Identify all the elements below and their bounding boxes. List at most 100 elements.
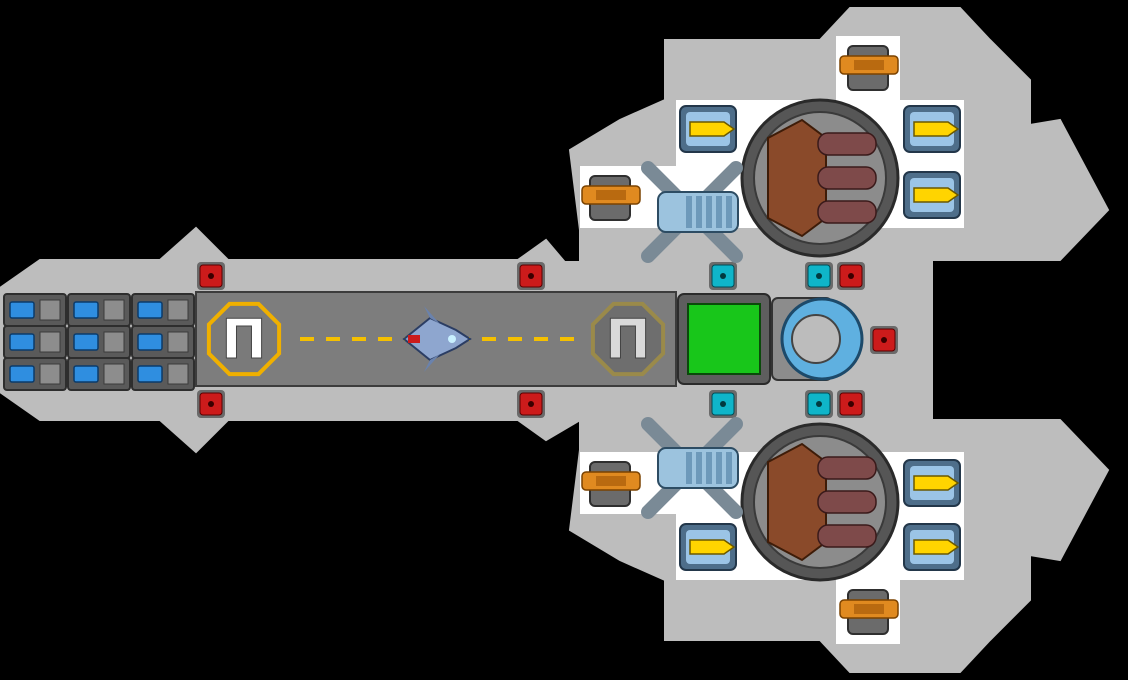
railgun-coil-segment (696, 452, 702, 484)
thruster-core (720, 273, 726, 279)
railgun-icon[interactable] (641, 161, 743, 263)
autocannon-icon[interactable] (839, 45, 899, 91)
thruster-core (816, 273, 822, 279)
battery-icon[interactable] (67, 325, 131, 359)
control-seat-icon[interactable] (677, 293, 771, 385)
thruster-icon[interactable] (197, 390, 225, 418)
runway-stripe (352, 337, 366, 341)
autocannon-breech (854, 60, 884, 70)
reactor-fuel-rod (817, 490, 877, 514)
reactor-fuel-rod (817, 166, 877, 190)
runway-stripe (326, 337, 340, 341)
reactor-fuel-rod (817, 456, 877, 480)
battery-cell (9, 365, 35, 383)
railgun-coil-segment (706, 196, 712, 228)
thruster-core (848, 401, 854, 407)
landing-pad-outline (206, 301, 282, 377)
autocannon-breech (596, 476, 626, 486)
missile-launcher-icon[interactable] (903, 459, 961, 507)
battery-icon[interactable] (3, 325, 67, 359)
autocannon-icon[interactable] (839, 589, 899, 635)
missile-warhead (913, 539, 960, 555)
battery-connector (103, 331, 125, 353)
thruster-core (208, 273, 214, 279)
battery-cell (137, 365, 163, 383)
railgun-coil-segment (696, 196, 702, 228)
battery-cell (137, 301, 163, 319)
runway-stripe (482, 337, 496, 341)
missile-launcher-icon[interactable] (679, 105, 737, 153)
thruster-core (208, 401, 214, 407)
battery-connector (167, 331, 189, 353)
reactor-fuel-rod (817, 200, 877, 224)
reactor-icon[interactable] (740, 422, 900, 582)
landing-pad-outline (590, 301, 666, 377)
missile-launcher-icon[interactable] (679, 523, 737, 571)
thruster-core (881, 337, 887, 343)
thruster-icon[interactable] (837, 262, 865, 290)
landing-pad-glyph: Π (221, 308, 266, 371)
reactor-icon[interactable] (740, 98, 900, 258)
landing-pad-icon[interactable]: Π (590, 301, 666, 377)
missile-warhead (689, 539, 736, 555)
autocannon-breech (596, 190, 626, 200)
thruster-core (528, 401, 534, 407)
battery-icon[interactable] (131, 357, 195, 391)
thruster-icon[interactable] (805, 262, 833, 290)
fighter-cockpit (448, 335, 456, 343)
battery-connector (39, 363, 61, 385)
fighter-ship-icon[interactable] (402, 306, 472, 372)
missile-launcher-icon[interactable] (903, 171, 961, 219)
thruster-icon[interactable] (709, 390, 737, 418)
thruster-icon[interactable] (709, 262, 737, 290)
railgun-coil-segment (726, 452, 732, 484)
autocannon-icon[interactable] (581, 461, 641, 507)
battery-icon[interactable] (67, 293, 131, 327)
battery-connector (167, 363, 189, 385)
thruster-core (720, 401, 726, 407)
missile-warhead (913, 187, 960, 203)
landing-pad-icon[interactable]: Π (206, 301, 282, 377)
missile-launcher-icon[interactable] (903, 523, 961, 571)
autocannon-breech (854, 604, 884, 614)
battery-icon[interactable] (67, 357, 131, 391)
missile-warhead (913, 475, 960, 491)
missile-warhead (689, 121, 736, 137)
railgun-coil-segment (686, 452, 692, 484)
fighter-wing-top (424, 306, 440, 324)
autocannon-icon[interactable] (581, 175, 641, 221)
reactor-fuel-rod (817, 524, 877, 548)
battery-cell (137, 333, 163, 351)
thruster-core (848, 273, 854, 279)
runway-stripe (534, 337, 548, 341)
battery-cell (73, 333, 99, 351)
shield-generator-core (791, 314, 841, 364)
thruster-icon[interactable] (517, 262, 545, 290)
battery-cell (9, 301, 35, 319)
runway-stripe (560, 337, 574, 341)
reactor-fuel-rod (817, 132, 877, 156)
thruster-core (528, 273, 534, 279)
battery-icon[interactable] (131, 293, 195, 327)
thruster-icon[interactable] (517, 390, 545, 418)
railgun-coil-segment (706, 452, 712, 484)
railgun-coil-segment (716, 452, 722, 484)
battery-connector (39, 299, 61, 321)
thruster-icon[interactable] (197, 262, 225, 290)
missile-launcher-icon[interactable] (903, 105, 961, 153)
thruster-icon[interactable] (805, 390, 833, 418)
railgun-icon[interactable] (641, 417, 743, 519)
fighter-wing-bottom (424, 354, 440, 372)
shield-generator-icon[interactable] (771, 297, 864, 381)
battery-icon[interactable] (3, 357, 67, 391)
thruster-icon[interactable] (870, 326, 898, 354)
battery-icon[interactable] (3, 293, 67, 327)
railgun-coil-segment (716, 196, 722, 228)
runway-stripe (378, 337, 392, 341)
thruster-icon[interactable] (837, 390, 865, 418)
battery-cell (9, 333, 35, 351)
landing-pad-glyph: Π (605, 308, 650, 371)
battery-icon[interactable] (131, 325, 195, 359)
battery-cell (73, 301, 99, 319)
